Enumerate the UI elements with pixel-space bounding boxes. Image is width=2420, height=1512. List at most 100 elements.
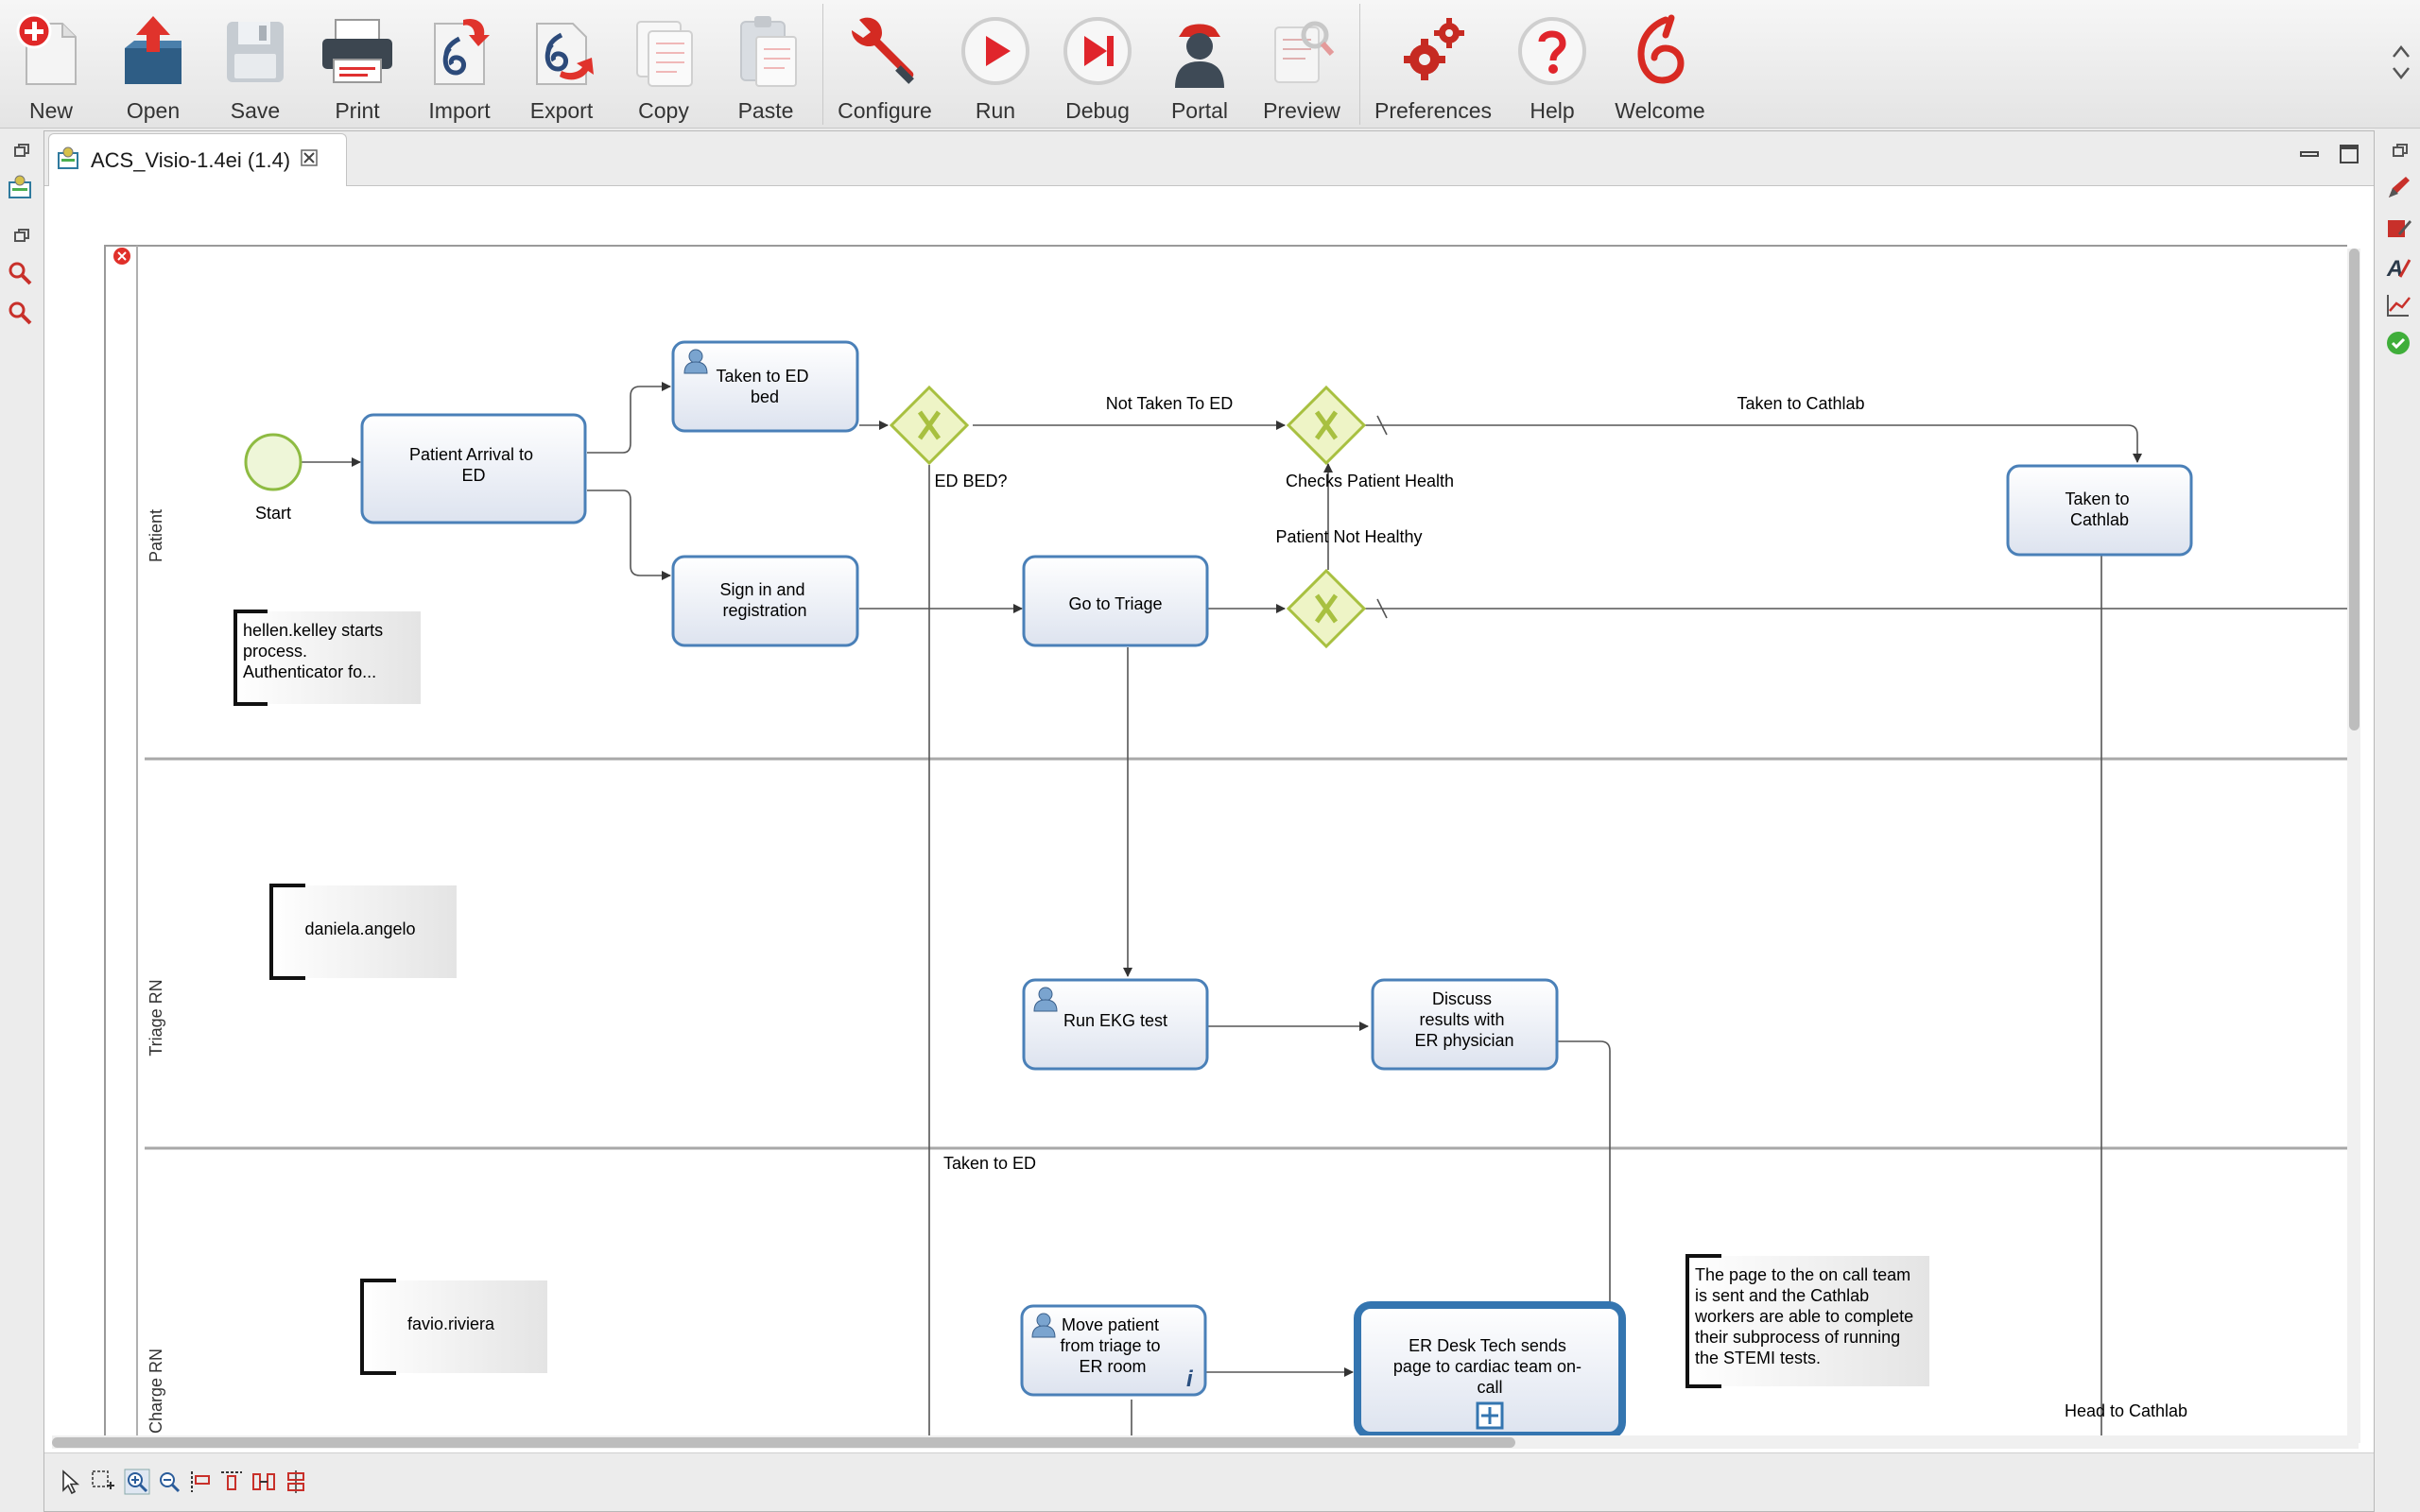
debug-label: Debug <box>1065 98 1130 123</box>
close-tab-icon[interactable] <box>300 148 319 173</box>
svg-text:A: A <box>2386 256 2403 281</box>
annotation-favio-riviera[interactable]: favio.riviera <box>360 1279 547 1375</box>
pool-close-icon[interactable] <box>113 248 130 265</box>
zoom-out-icon[interactable] <box>154 1467 184 1497</box>
run-button[interactable]: Run <box>944 6 1046 125</box>
horizontal-scroll-thumb[interactable] <box>52 1437 1515 1448</box>
copy-button[interactable]: Copy <box>613 6 715 125</box>
flow-arrival-to-ed-bed[interactable] <box>587 382 671 454</box>
distribute-horizontal-icon[interactable] <box>249 1467 279 1497</box>
default-flow-marker <box>1376 415 1388 436</box>
task-taken-to-cathlab[interactable]: Taken to Cathlab <box>2006 464 2193 557</box>
export-button[interactable]: Export <box>510 6 613 125</box>
start-event-label: Start <box>255 504 291 523</box>
text-style-icon[interactable]: A <box>2384 253 2412 282</box>
svg-text:ER Desk Tech sends p: ER Desk Tech sends page to cardiac team … <box>1393 1336 1586 1397</box>
print-label: Print <box>335 98 380 123</box>
import-button[interactable]: Import <box>408 6 510 125</box>
restore-view-icon[interactable] <box>2386 136 2414 164</box>
gateway-patient-health[interactable] <box>1286 568 1367 649</box>
bpmn-diagram[interactable]: Patient Triage RN Charge RN <box>44 186 2374 1443</box>
minimize-editor-icon[interactable] <box>2298 143 2321 165</box>
vertical-scrollbar[interactable] <box>2347 249 2360 1443</box>
gateway-ed-bed-label: ED BED? <box>934 472 1007 490</box>
restore-view-icon[interactable] <box>8 136 36 164</box>
gateway-ed-bed[interactable] <box>889 385 970 466</box>
paste-button[interactable]: Paste <box>715 6 817 125</box>
align-top-icon[interactable] <box>216 1467 247 1497</box>
vertical-scroll-thumb[interactable] <box>2349 249 2360 730</box>
toolbar-separator <box>822 4 823 125</box>
welcome-button[interactable]: Welcome <box>1609 6 1711 125</box>
save-icon <box>210 6 301 96</box>
lane-label-patient: Patient <box>147 509 165 562</box>
gateway-checks-health[interactable] <box>1286 385 1367 466</box>
start-event[interactable] <box>244 433 302 491</box>
horizontal-scrollbar[interactable] <box>52 1435 2359 1449</box>
help-button[interactable]: Help <box>1501 6 1603 125</box>
annotation-hellen-kelley[interactable]: hellen.kelley starts process. Authentica… <box>233 610 421 706</box>
chart-icon[interactable] <box>2384 291 2412 319</box>
import-icon <box>414 6 505 96</box>
flow-taken-to-cathlab[interactable] <box>1364 424 2142 463</box>
task-patient-arrival[interactable]: Patient Arrival to ED <box>360 413 587 524</box>
toolbar-overflow-icon[interactable] <box>2390 42 2412 83</box>
help-label: Help <box>1530 98 1575 123</box>
svg-text:Patient Arrival to E: Patient Arrival to ED <box>409 445 538 485</box>
svg-text:favio.riviera: favio.riviera <box>407 1314 495 1333</box>
form-edit-icon[interactable] <box>2384 214 2412 242</box>
print-button[interactable]: Print <box>306 6 408 125</box>
preferences-button[interactable]: Preferences <box>1374 6 1492 125</box>
pencil-icon[interactable] <box>2384 174 2412 202</box>
annotation-page-note[interactable]: The page to the on call team is sent and… <box>1685 1254 1929 1388</box>
marquee-select-icon[interactable] <box>88 1467 118 1497</box>
zoom-in-icon[interactable] <box>122 1467 152 1497</box>
save-button[interactable]: Save <box>204 6 306 125</box>
diagram-canvas[interactable]: Patient Triage RN Charge RN <box>44 186 2374 1443</box>
open-button[interactable]: Open <box>102 6 204 125</box>
task-go-to-triage[interactable]: Go to Triage <box>1022 555 1209 647</box>
expand-subprocess-icon[interactable] <box>1476 1401 1504 1430</box>
maximize-editor-icon[interactable] <box>2338 143 2360 165</box>
align-left-icon[interactable] <box>186 1467 216 1497</box>
diagram-editor: ACS_Visio-1.4ei (1.4) <box>43 130 2375 1512</box>
wrench-icon <box>839 6 930 96</box>
annotation-daniela-angelo[interactable]: daniela.angelo <box>269 884 457 980</box>
debug-button[interactable]: Debug <box>1046 6 1149 125</box>
portal-user-icon <box>1154 6 1245 96</box>
restore-view-icon[interactable] <box>8 221 36 249</box>
flow-arrival-to-sign-in[interactable] <box>587 490 671 580</box>
print-icon <box>312 6 403 96</box>
task-taken-to-ed-bed[interactable]: Taken to ED bed <box>671 340 859 433</box>
import-label: Import <box>428 98 491 123</box>
search-icon[interactable] <box>6 299 34 327</box>
subprocess-er-desk-tech[interactable]: ER Desk Tech sends page to cardiac team … <box>1354 1301 1626 1439</box>
flow-label-patient-not-healthy: Patient Not Healthy <box>1275 527 1422 546</box>
search-icon[interactable] <box>6 259 34 287</box>
info-icon: i <box>1186 1366 1194 1392</box>
preferences-label: Preferences <box>1374 98 1493 123</box>
toolbar-separator <box>1359 4 1360 125</box>
export-icon <box>516 6 607 96</box>
welcome-logo-icon <box>1615 6 1705 96</box>
editor-tab[interactable]: ACS_Visio-1.4ei (1.4) <box>48 133 347 186</box>
validation-ok-icon[interactable] <box>2384 329 2412 357</box>
distribute-vertical-icon[interactable] <box>281 1467 311 1497</box>
preview-button[interactable]: Preview <box>1251 6 1353 125</box>
task-move-patient[interactable]: Move patient from triage to ER room i <box>1020 1304 1207 1397</box>
task-sign-in-registration[interactable]: Sign in and registration <box>671 555 859 647</box>
select-tool-icon[interactable] <box>56 1467 86 1497</box>
process-explorer-icon[interactable] <box>6 172 34 200</box>
svg-text:Go to Triage: Go to Triage <box>1068 594 1162 613</box>
configure-button[interactable]: Configure <box>834 6 936 125</box>
new-button[interactable]: New <box>0 6 102 125</box>
new-label: New <box>28 98 73 123</box>
portal-button[interactable]: Portal <box>1149 6 1251 125</box>
run-label: Run <box>975 98 1016 123</box>
task-run-ekg-test[interactable]: Run EKG test <box>1022 978 1209 1071</box>
paste-icon <box>720 6 811 96</box>
save-label: Save <box>230 98 281 123</box>
flow-discuss-down[interactable] <box>1557 1040 1611 1435</box>
task-discuss-results[interactable]: Discuss results with ER physician <box>1371 978 1559 1071</box>
svg-text:Run EKG test: Run EKG test <box>1063 1011 1167 1030</box>
